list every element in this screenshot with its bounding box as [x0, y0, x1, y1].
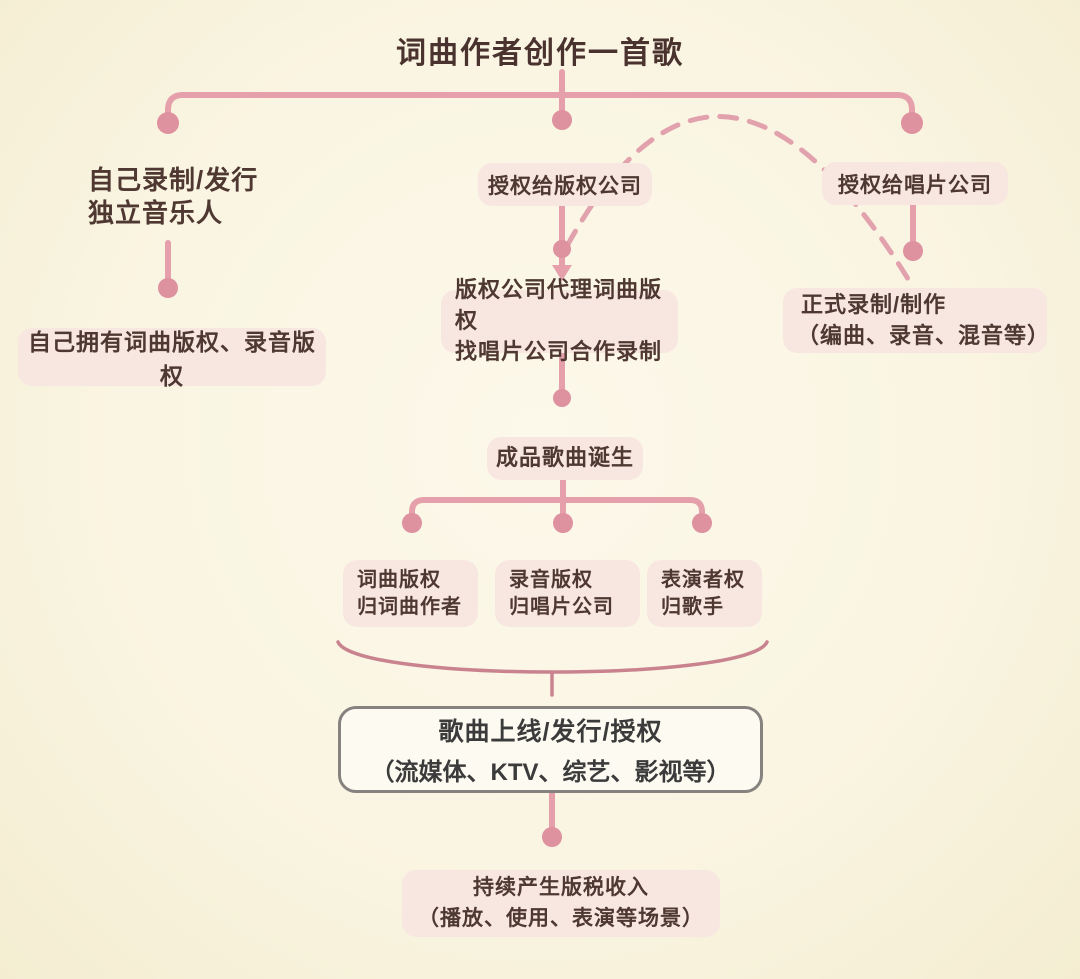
box-release: 歌曲上线/发行/授权 （流媒体、KTV、综艺、影视等）	[338, 706, 763, 793]
box-text: 授权给版权公司	[488, 174, 642, 198]
box-royalty: 持续产生版税收入 （播放、使用、表演等场景）	[402, 870, 720, 937]
box-text: 自己拥有词曲版权、录音版权	[28, 329, 316, 389]
box-independent-result: 自己拥有词曲版权、录音版权	[18, 328, 326, 389]
brace-gather	[336, 640, 769, 674]
box-publisher-action: 版权公司代理词曲版权 找唱片公司合作录制	[441, 277, 678, 364]
connector-splitter-bar	[409, 497, 705, 523]
diagram-title: 词曲作者创作一首歌	[396, 37, 684, 70]
box-text-line: 正式录制/制作	[801, 291, 947, 317]
node-dot	[402, 513, 422, 533]
box-text-line: 表演者权	[661, 568, 745, 591]
box-text-line: 归歌手	[661, 595, 724, 618]
node-dot	[157, 112, 179, 134]
box-formal-recording: 正式录制/制作 （编曲、录音、混音等）	[783, 288, 1051, 353]
arrowhead-down-icon	[552, 265, 572, 281]
box-license-record-label: 授权给唱片公司	[822, 162, 1008, 205]
node-dot	[903, 241, 923, 261]
box-text-line: 持续产生版税收入	[473, 876, 649, 900]
label-line: 独立音乐人	[88, 198, 224, 229]
node-dot	[553, 389, 571, 407]
node-dot	[901, 112, 923, 134]
node-dot	[552, 110, 572, 130]
node-dot	[158, 278, 178, 298]
box-text-line: （流媒体、KTV、综艺、影视等）	[370, 759, 731, 786]
node-dot	[692, 513, 712, 533]
box-right-recording: 录音版权 归唱片公司	[495, 560, 640, 627]
box-text-line: （编曲、录音、混音等）	[797, 322, 1051, 348]
box-text-line: 歌曲上线/发行/授权	[438, 718, 663, 746]
box-text-line: 版权公司代理词曲版权	[455, 277, 663, 334]
box-text-line: （播放、使用、表演等场景）	[418, 906, 704, 930]
box-text-line: 录音版权	[509, 568, 593, 591]
node-dot	[553, 513, 573, 533]
box-finished-song: 成品歌曲诞生	[487, 437, 643, 480]
box-text: 授权给唱片公司	[838, 173, 992, 197]
label-independent-musician: 自己录制/发行 独立音乐人	[88, 164, 258, 231]
node-dot	[553, 240, 571, 258]
connector-top-bar	[165, 92, 915, 127]
box-right-performer: 表演者权 归歌手	[647, 560, 762, 627]
box-license-publisher: 授权给版权公司	[478, 163, 652, 206]
node-dot	[542, 827, 562, 847]
box-text: 成品歌曲诞生	[495, 445, 634, 471]
box-text-line: 归词曲作者	[357, 595, 462, 618]
box-text-line: 归唱片公司	[509, 595, 614, 618]
label-line: 自己录制/发行	[88, 165, 259, 195]
box-text-line: 找唱片公司合作录制	[455, 338, 663, 364]
box-right-composition: 词曲版权 归词曲作者	[343, 560, 478, 627]
box-text-line: 词曲版权	[357, 568, 441, 591]
